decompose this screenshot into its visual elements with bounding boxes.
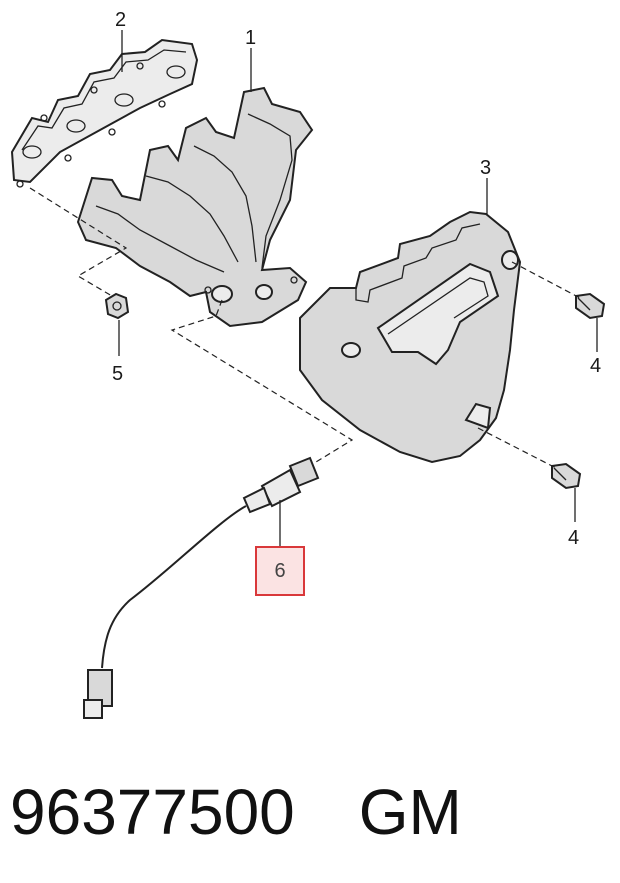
footer: 96377500 GM <box>10 772 462 852</box>
heat-shield-part-3 <box>299 210 522 464</box>
callout-1: 1 <box>245 27 256 49</box>
callout-4-upper: 4 <box>590 355 601 377</box>
bolt-part-4-lower <box>551 462 582 490</box>
leader-dash-4a <box>511 261 581 299</box>
part-number: 96377500 <box>10 776 295 848</box>
bolt-part-4-upper <box>575 292 606 320</box>
callout-6: 6 <box>274 559 286 582</box>
exploded-parts-diagram: 2 1 3 4 4 <box>10 9 606 719</box>
callout-2: 2 <box>115 9 126 31</box>
leader-dash-5 <box>29 187 128 297</box>
nut-part-5 <box>104 292 130 320</box>
callout-3: 3 <box>480 157 491 179</box>
gasket-part-2 <box>10 38 199 188</box>
leader-dash-6 <box>170 299 354 463</box>
callout-5: 5 <box>112 363 123 385</box>
callout-6-highlight[interactable]: 6 <box>255 546 305 596</box>
callout-4-lower: 4 <box>568 527 579 549</box>
brand-name: GM <box>358 776 462 848</box>
oxygen-sensor-part-6 <box>83 456 320 719</box>
exhaust-manifold-part-1 <box>76 86 314 328</box>
leader-dash-4b <box>477 427 557 469</box>
